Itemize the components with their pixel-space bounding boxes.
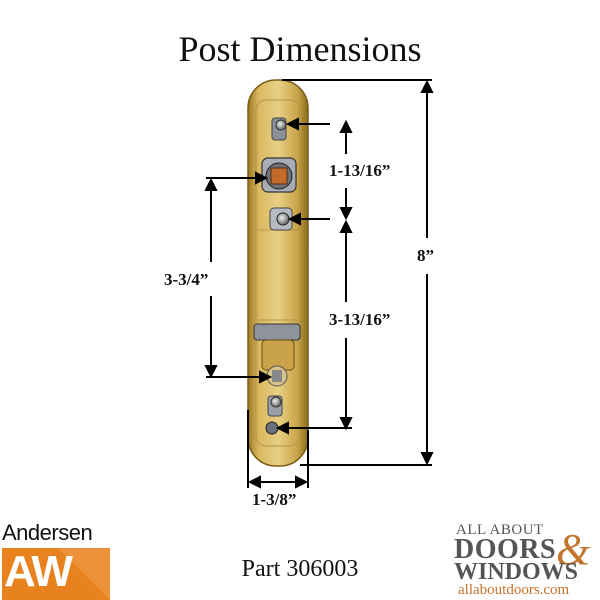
allaboutdoors-logo: ALL ABOUT DOORS & WINDOWS allaboutdoors.… xyxy=(452,522,600,600)
spindle-hole-icon xyxy=(261,157,297,193)
aad-line-1: ALL ABOUT xyxy=(456,522,544,538)
dimension-lower-spacing xyxy=(275,219,353,435)
dimension-width xyxy=(247,410,309,489)
aad-line-2: DOORS xyxy=(454,534,557,565)
middle-screw-icon xyxy=(269,207,293,231)
label-total-height: 8” xyxy=(417,246,434,265)
aad-url: allaboutdoors.com xyxy=(458,582,570,598)
label-top-spacing: 1-13/16” xyxy=(329,161,391,180)
dimension-left-spacing xyxy=(204,171,273,384)
andersen-wordmark: Andersen xyxy=(2,520,93,545)
label-width: 1-3/8” xyxy=(252,490,297,509)
label-lower-spacing: 3-13/16” xyxy=(329,310,391,329)
bottom-screw-icon xyxy=(265,395,283,435)
lock-cylinder-icon xyxy=(253,323,301,387)
andersen-aw-mark: AW xyxy=(4,547,73,596)
dimension-top-spacing xyxy=(285,117,353,226)
label-left-spacing: 3-3/4” xyxy=(164,270,209,289)
post-inner-plate xyxy=(255,99,301,447)
aad-line-3: WINDOWS xyxy=(454,559,579,585)
top-screw-icon xyxy=(271,117,287,141)
aad-ampersand: & xyxy=(556,525,591,574)
part-number: Part 306003 xyxy=(241,556,359,582)
andersen-logo: Andersen AW xyxy=(2,520,112,600)
diagram-title: Post Dimensions xyxy=(178,29,422,69)
dimension-total-height xyxy=(282,79,434,466)
